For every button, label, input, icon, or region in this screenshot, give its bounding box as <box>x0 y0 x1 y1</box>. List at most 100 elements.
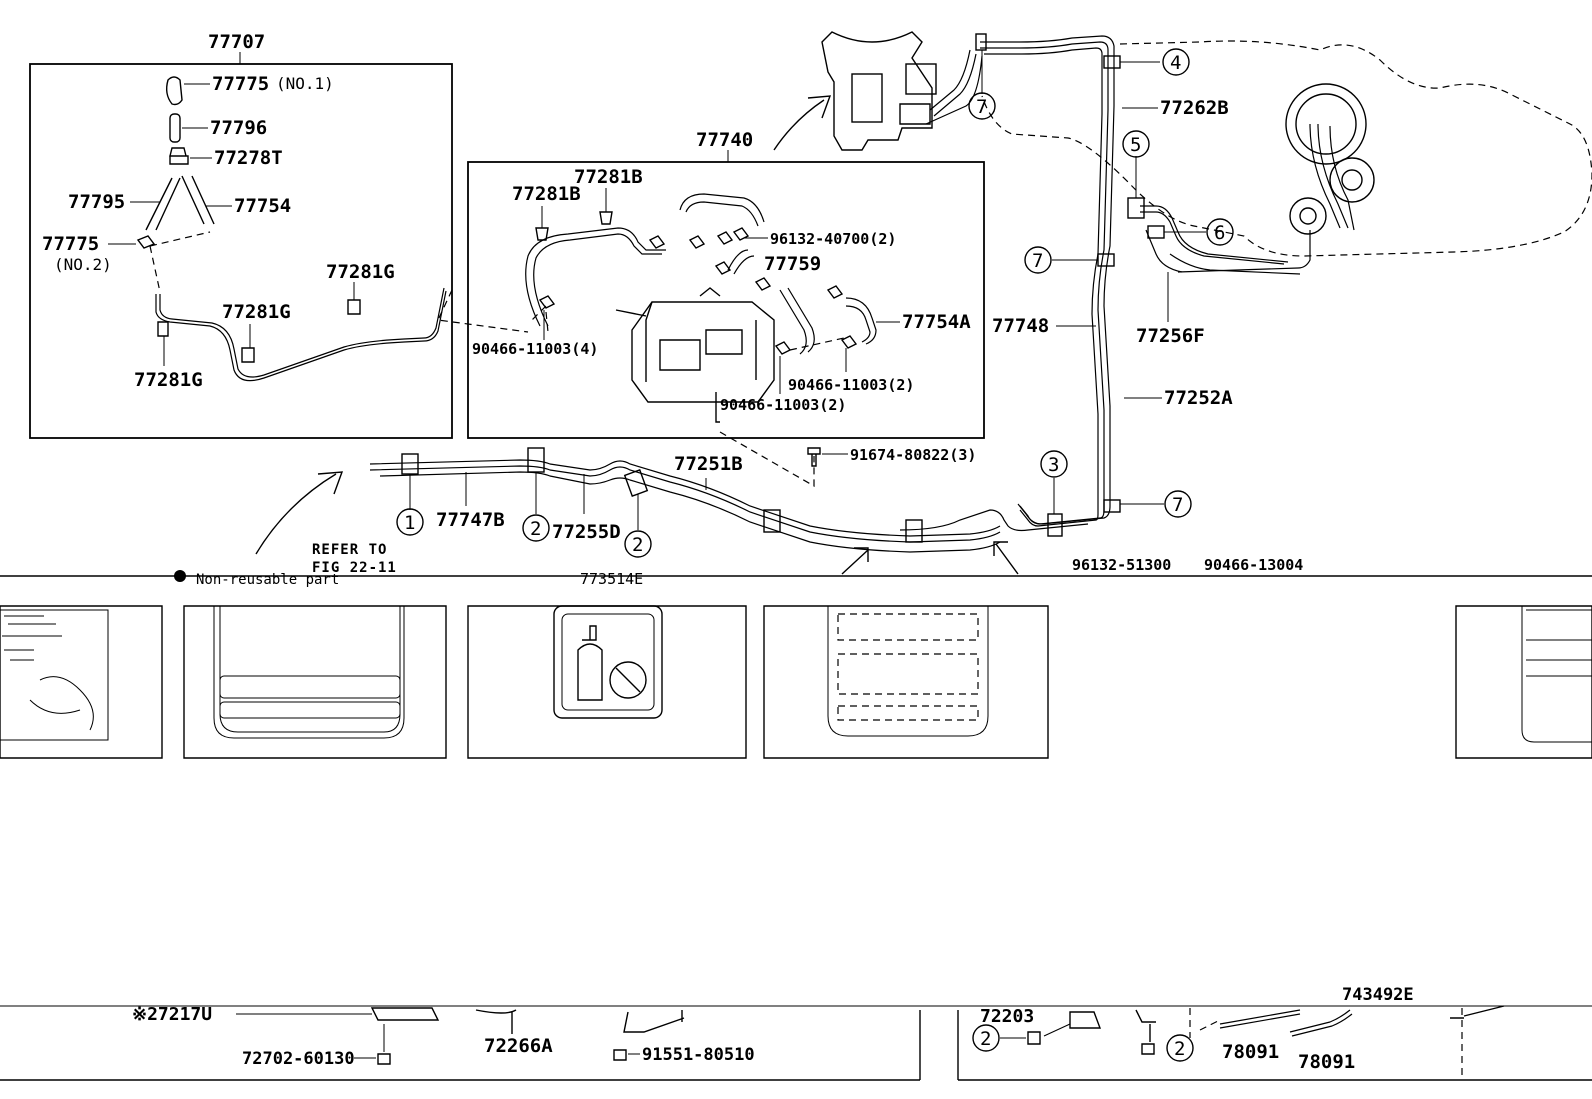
bottle-icon <box>577 625 603 701</box>
engine-bracket <box>821 31 983 151</box>
bolt-91551 <box>613 1049 627 1061</box>
label-72266a: 72266A <box>484 1035 553 1057</box>
thumb-panel-5 <box>1455 605 1592 759</box>
callout-5: 5 <box>1130 134 1141 156</box>
note-non-reusable: Non-reusable part <box>196 572 339 588</box>
thumb-panel-2 <box>183 605 447 759</box>
inset-right-frame <box>467 161 985 439</box>
cable-78091-b <box>1289 1009 1353 1037</box>
fitting-77278t-part <box>169 147 189 165</box>
clamp-77281g-c <box>157 321 169 337</box>
label-no1: (NO.1) <box>276 74 334 93</box>
inset-right-title: 77740 <box>696 129 753 151</box>
label-77278t: 77278T <box>214 147 283 169</box>
label-77281b-a: 77281B <box>512 183 581 205</box>
callout-1: 1 <box>404 512 415 534</box>
clip-77281b-b <box>599 211 613 225</box>
clip-77281b-a <box>535 227 549 241</box>
label-77262b: 77262B <box>1160 97 1229 119</box>
callout-4: 4 <box>1170 52 1181 74</box>
label-77775-no2: 77775 <box>42 233 99 255</box>
part-72203 <box>1069 1011 1102 1029</box>
label-77281g-c: 77281G <box>134 369 203 391</box>
label-77251b: 77251B <box>674 453 743 475</box>
label-77256f: 77256F <box>1136 325 1205 347</box>
label-77281g-a: 77281G <box>326 261 395 283</box>
label-90466-13004: 90466-13004 <box>1204 556 1303 574</box>
label-77255d: 77255D <box>552 521 621 543</box>
hose-77754-part <box>181 175 215 225</box>
callout-circles: 4 7 5 6 7 1 2 2 3 7 <box>396 48 1234 558</box>
label-77281b-b: 77281B <box>574 166 643 188</box>
bolt-72702 <box>377 1053 391 1065</box>
fuel-tank-outline <box>981 40 1592 257</box>
label-77754: 77754 <box>234 195 291 217</box>
label-77748: 77748 <box>992 315 1049 337</box>
label-91551-80510: 91551-80510 <box>642 1045 755 1065</box>
pipe-vapor-line <box>155 290 447 382</box>
label-78091-b: 78091 <box>1298 1051 1355 1073</box>
arrow-mid-b <box>993 541 1019 575</box>
callout-6: 6 <box>1214 222 1225 244</box>
hose-inset-b <box>679 193 765 227</box>
fig-code-mid: 773514E <box>580 570 643 588</box>
cable-78091-a <box>1219 1009 1301 1029</box>
label-77252a: 77252A <box>1164 387 1233 409</box>
label-77759: 77759 <box>764 253 821 275</box>
refer-note-line2: FIG 22-11 <box>312 560 397 576</box>
bottom-callout-2a: 2 <box>980 1028 991 1050</box>
bottom-strip: ※27217U 72702-60130 72266A 91551-80510 7… <box>0 985 1592 1081</box>
label-90466-11003-4: 90466-11003(4) <box>472 340 598 358</box>
label-96132-51300: 96132-51300 <box>1072 556 1171 574</box>
callout-3: 3 <box>1048 454 1059 476</box>
thumb-panel-1 <box>0 605 163 759</box>
label-72203: 72203 <box>980 1006 1034 1027</box>
callout-2-b: 2 <box>632 534 643 556</box>
thumb-panel-3 <box>467 605 747 759</box>
bolt-91674 <box>807 447 821 467</box>
hose-inset-a <box>525 227 666 327</box>
connector-no1-part <box>165 76 183 106</box>
main-fuel-pipes <box>369 33 1301 553</box>
label-77796: 77796 <box>210 117 267 139</box>
callout-2-a: 2 <box>530 518 541 540</box>
tank-pump-ring <box>1285 83 1367 165</box>
label-78091-a: 78091 <box>1222 1041 1279 1063</box>
callout-7-top: 7 <box>976 96 987 118</box>
charcoal-canister <box>615 287 775 423</box>
label-91674-80822: 91674-80822(3) <box>850 446 976 464</box>
arrow-up-right <box>773 99 825 151</box>
label-90466-11003-2b: 90466-11003(2) <box>720 396 846 414</box>
label-77281g-b: 77281G <box>222 301 291 323</box>
clamp-77281g-b <box>241 347 255 363</box>
label-77795: 77795 <box>68 191 125 213</box>
label-no2: (NO.2) <box>54 255 112 274</box>
hose-77759 <box>779 287 815 355</box>
hose-77754a <box>845 297 877 345</box>
arrow-refer <box>255 473 337 555</box>
inset-left-title: 77707 <box>208 31 265 53</box>
thumb-panel-4 <box>763 605 1049 759</box>
clamp-77281g-a <box>347 299 361 315</box>
bottom-callout-2b: 2 <box>1174 1038 1185 1060</box>
label-72702-60130: 72702-60130 <box>242 1049 355 1069</box>
inset-left-77707: 77707 77775 (NO.1) 77796 77278T 77795 77… <box>29 31 453 439</box>
callout-7-mid: 7 <box>1032 250 1043 272</box>
inset-right-77740: 77740 77281B 77281B 96132-40700(2) 77759… <box>467 95 985 439</box>
hose-77796-part <box>169 113 181 143</box>
label-77754a: 77754A <box>902 311 971 333</box>
callout-7-bottom: 7 <box>1172 494 1183 516</box>
label-77775-no1: 77775 <box>212 73 269 95</box>
arrow-mid-a <box>841 547 869 575</box>
label-27217u: ※27217U <box>132 1004 212 1025</box>
label-90466-11003-2a: 90466-11003(2) <box>788 376 914 394</box>
label-96132-40700: 96132-40700(2) <box>770 230 896 248</box>
refer-note-line1: REFER TO <box>312 542 387 558</box>
middle-strip: Non-reusable part 773514E <box>0 570 1592 759</box>
inset-left-frame <box>29 63 453 439</box>
prohibited-icon <box>609 661 647 699</box>
connector-no2-part <box>136 235 156 249</box>
hose-77795-part <box>145 177 181 231</box>
fig-code-bottom: 743492E <box>1342 985 1414 1005</box>
